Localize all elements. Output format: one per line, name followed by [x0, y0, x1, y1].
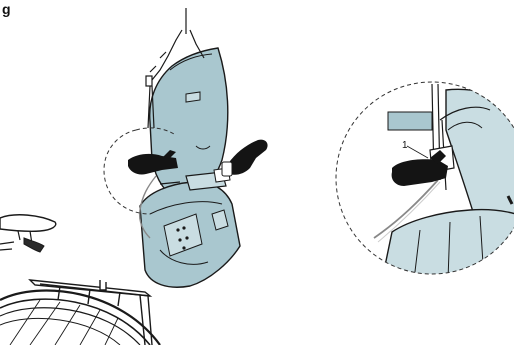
detail-view: 1: [336, 82, 514, 290]
wheel-icon: [0, 290, 160, 345]
callout-number: 1: [402, 140, 408, 151]
step-label: g: [2, 1, 11, 17]
gloved-hand-icon: [222, 140, 268, 176]
bicycle-seat-icon: [0, 215, 56, 252]
